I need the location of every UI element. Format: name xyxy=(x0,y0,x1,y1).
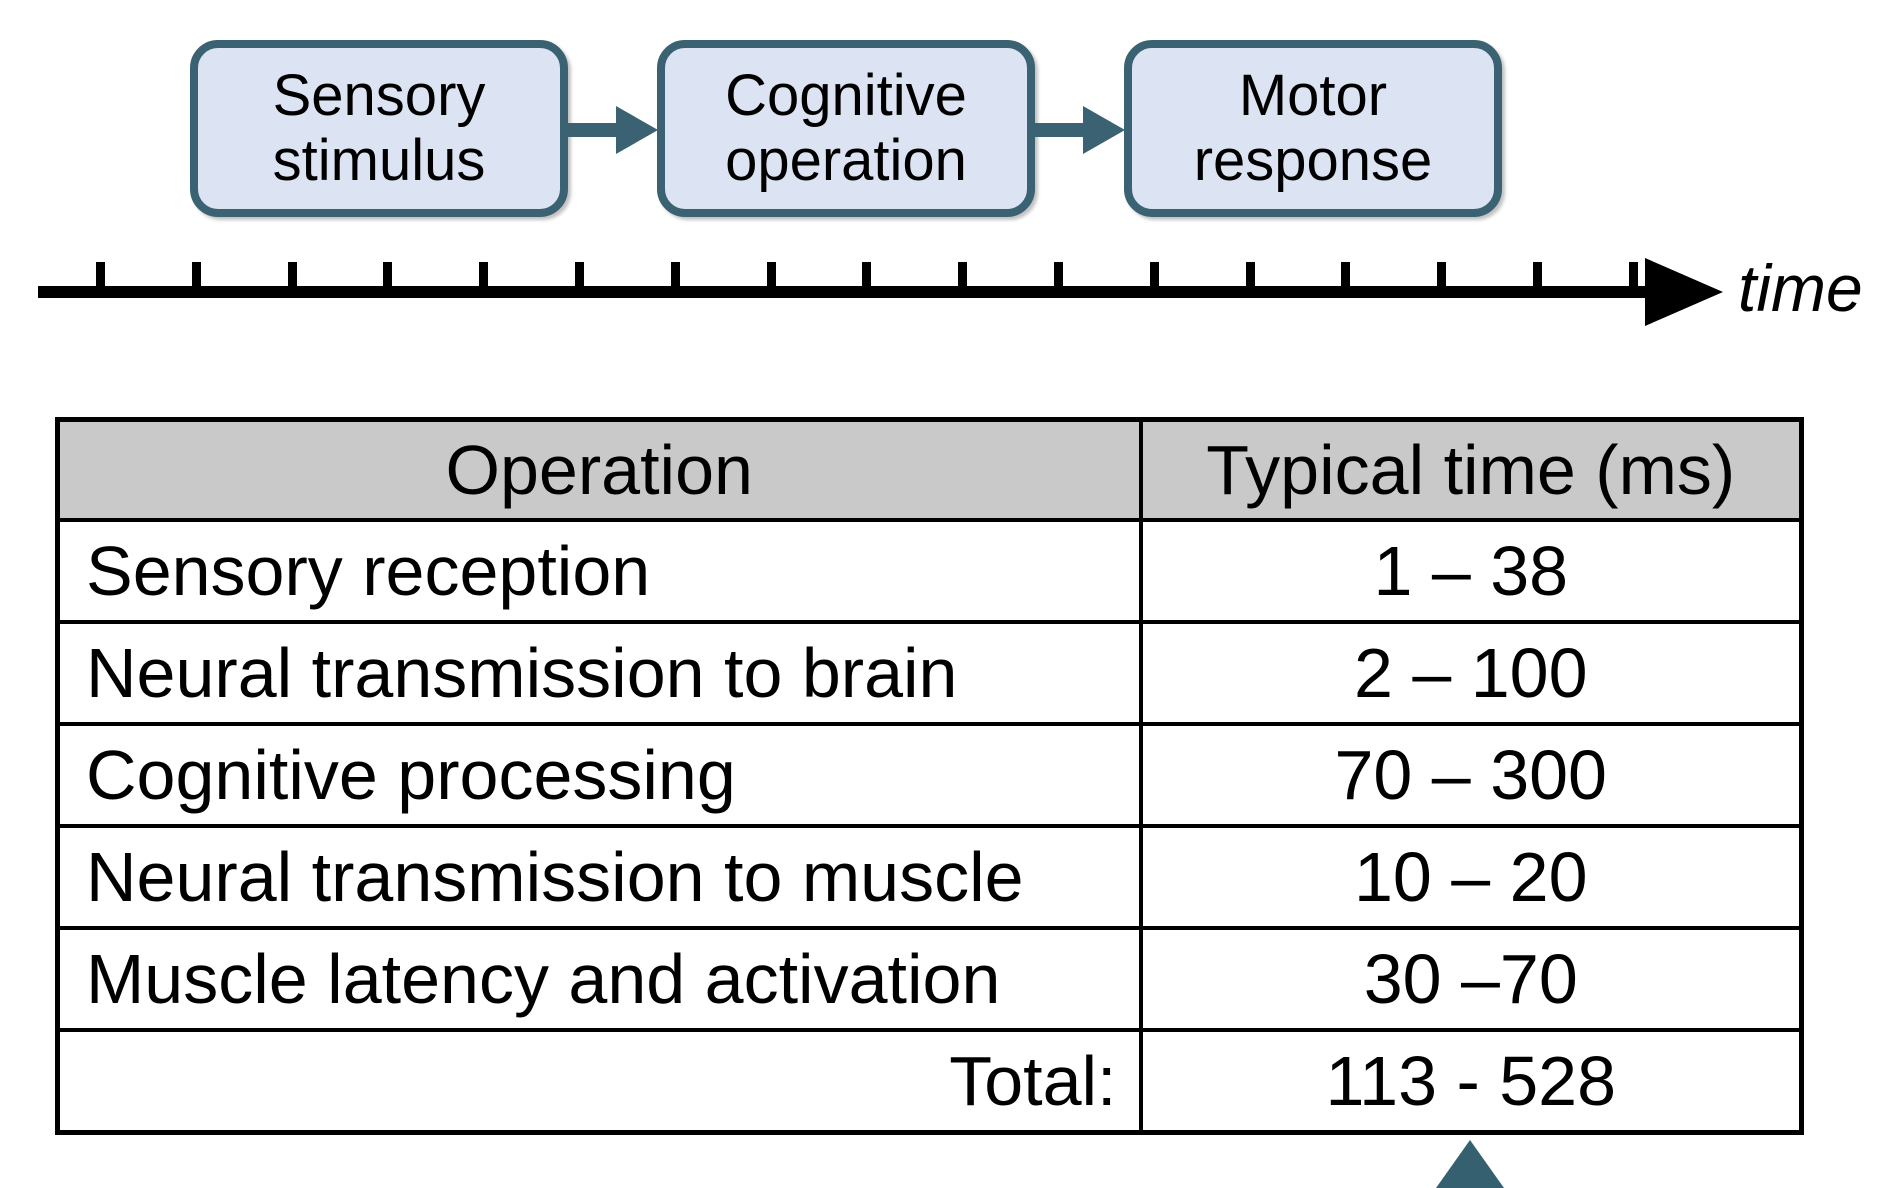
arrow-head xyxy=(616,106,658,154)
flow-arrow-icon xyxy=(566,102,658,158)
flow-box-label-line: stimulus xyxy=(272,127,486,193)
arrow-shaft xyxy=(566,123,624,137)
total-label-cell: Total: xyxy=(55,1028,1143,1135)
operation-cell: Neural transmission to brain xyxy=(55,620,1143,726)
tick-mark xyxy=(958,262,968,288)
operation-cell: Cognitive processing xyxy=(55,722,1143,828)
operation-timing-table: Operation Typical time (ms) Sensory rece… xyxy=(55,417,1804,1135)
flow-box-label-line: response xyxy=(1193,127,1433,193)
table-header-row: Operation Typical time (ms) xyxy=(55,417,1804,522)
typical-time-cell: 1 – 38 xyxy=(1138,518,1804,624)
typical-time-cell: 113 - 528 xyxy=(1138,1028,1804,1135)
timeline-axis xyxy=(38,286,1650,298)
tick-mark xyxy=(1054,262,1063,288)
operation-cell: Sensory reception xyxy=(55,518,1143,624)
tick-mark xyxy=(1628,262,1638,288)
column-header-operation: Operation xyxy=(55,417,1143,522)
tick-mark xyxy=(1437,262,1447,288)
tick-mark xyxy=(1533,262,1542,288)
tick-mark xyxy=(96,262,105,288)
flow-box-sensory-stimulus: Sensory stimulus xyxy=(190,40,568,217)
tick-mark xyxy=(191,262,201,288)
column-header-typical-time: Typical time (ms) xyxy=(1138,417,1804,522)
tick-mark xyxy=(670,262,680,288)
tick-mark xyxy=(766,262,776,288)
table-row: Total:113 - 528 xyxy=(55,1028,1804,1135)
flow-box-label-line: Motor xyxy=(1238,62,1388,128)
typical-time-cell: 70 – 300 xyxy=(1138,722,1804,828)
tick-mark xyxy=(862,262,872,288)
tick-mark xyxy=(383,262,393,288)
tick-mark xyxy=(1341,262,1351,288)
typical-time-cell: 10 – 20 xyxy=(1138,824,1804,930)
flow-box-label-line: Cognitive xyxy=(725,62,967,128)
tick-mark xyxy=(1245,262,1255,288)
arrow-shaft xyxy=(1033,123,1091,137)
tick-mark xyxy=(287,262,297,288)
tick-mark xyxy=(479,262,489,288)
diagram-canvas: Sensory stimulus Cognitive operation Mot… xyxy=(38,40,1863,1188)
operation-cell: Neural transmission to muscle xyxy=(55,824,1143,930)
flow-box-label-line: operation xyxy=(725,127,967,193)
tick-mark xyxy=(575,262,584,288)
arrow-head xyxy=(1083,106,1125,154)
typical-time-cell: 2 – 100 xyxy=(1138,620,1804,726)
operation-cell: Muscle latency and activation xyxy=(55,926,1143,1032)
timeline-arrowhead-icon xyxy=(1645,258,1723,326)
typical-time-cell: 30 –70 xyxy=(1138,926,1804,1032)
timeline-label: time xyxy=(1738,251,1863,325)
flow-box-label-line: Sensory xyxy=(272,62,486,128)
flow-box-cognitive-operation: Cognitive operation xyxy=(657,40,1035,217)
total-pointer-up-arrow-icon xyxy=(1436,1140,1504,1188)
tick-mark xyxy=(1149,262,1159,288)
flow-box-motor-response: Motor response xyxy=(1124,40,1502,217)
flow-arrow-icon xyxy=(1033,102,1125,158)
